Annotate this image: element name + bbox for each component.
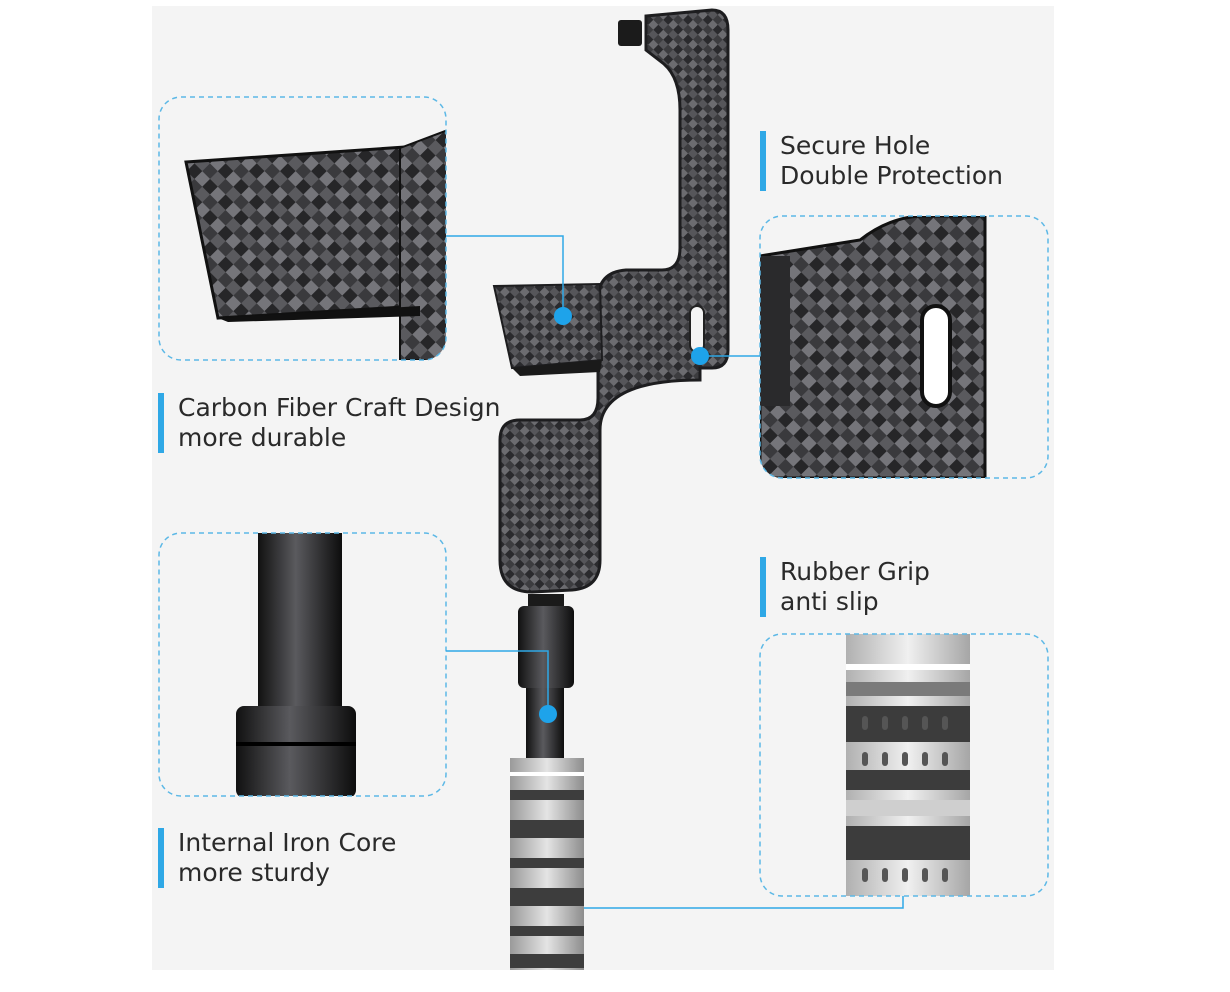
- zoom-secure-hole: [759, 215, 1049, 479]
- callout-carbon-fiber: Carbon Fiber Craft Design more durable: [158, 393, 500, 453]
- zoom-rubber-grip: [759, 633, 1049, 897]
- connector-dots: [539, 307, 709, 723]
- connector-lines: [446, 235, 904, 909]
- callout-iron-core-line2: more sturdy: [178, 858, 330, 887]
- callout-carbon-fiber-line2: more durable: [178, 423, 347, 452]
- callout-iron-core: Internal Iron Core more sturdy: [158, 828, 396, 888]
- callout-secure-hole-line2: Double Protection: [780, 161, 1004, 190]
- callout-rubber-grip: Rubber Grip anti slip: [760, 557, 930, 617]
- callout-secure-hole: Secure Hole Double Protection: [760, 131, 1003, 191]
- callout-iron-core-line1: Internal Iron Core: [178, 828, 397, 857]
- zoom-iron-core: [158, 532, 447, 797]
- callout-secure-hole-line1: Secure Hole: [780, 131, 931, 160]
- telescopic-pole: [510, 594, 584, 970]
- callout-carbon-fiber-line1: Carbon Fiber Craft Design: [178, 393, 501, 422]
- callout-rubber-grip-line2: anti slip: [780, 587, 879, 616]
- carbon-bracket: [492, 8, 730, 594]
- callout-rubber-grip-line1: Rubber Grip: [780, 557, 930, 586]
- zoom-carbon-fiber: [158, 96, 447, 361]
